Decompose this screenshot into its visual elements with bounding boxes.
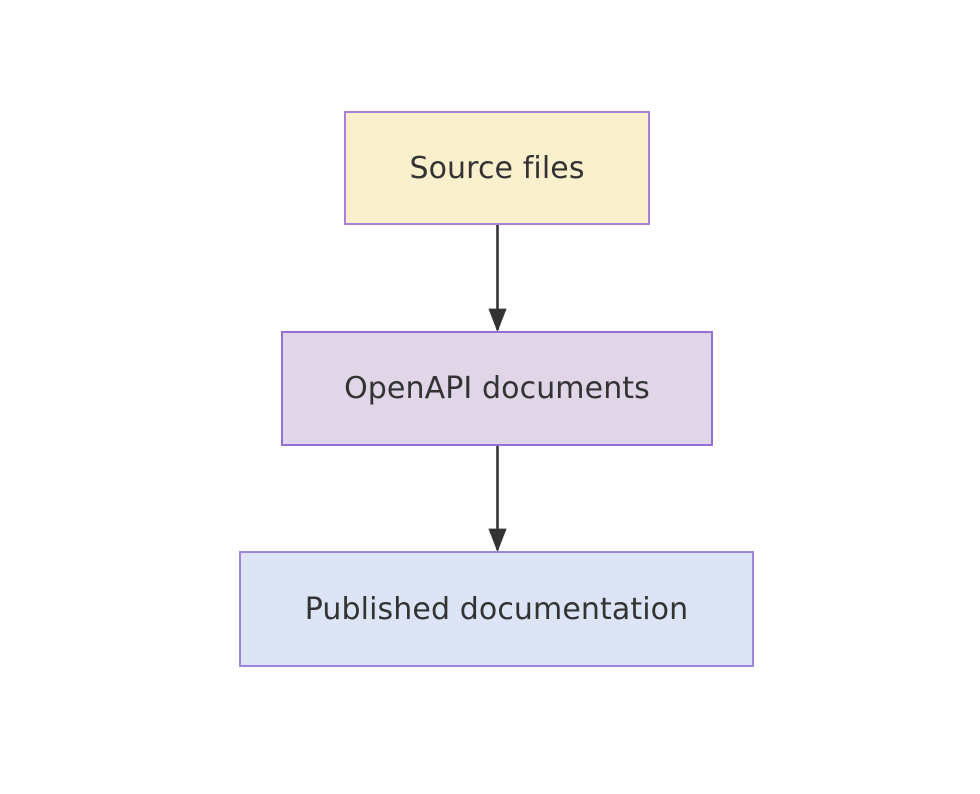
node-openapi-documents-label: OpenAPI documents <box>344 371 650 406</box>
node-source-files-label: Source files <box>409 150 585 186</box>
node-source-files[interactable]: Source files <box>344 111 650 225</box>
node-published-documentation-label: Published documentation <box>304 591 689 627</box>
node-published-documentation[interactable]: Published documentation <box>239 551 754 667</box>
node-openapi-documents[interactable]: OpenAPI documents <box>281 331 713 446</box>
